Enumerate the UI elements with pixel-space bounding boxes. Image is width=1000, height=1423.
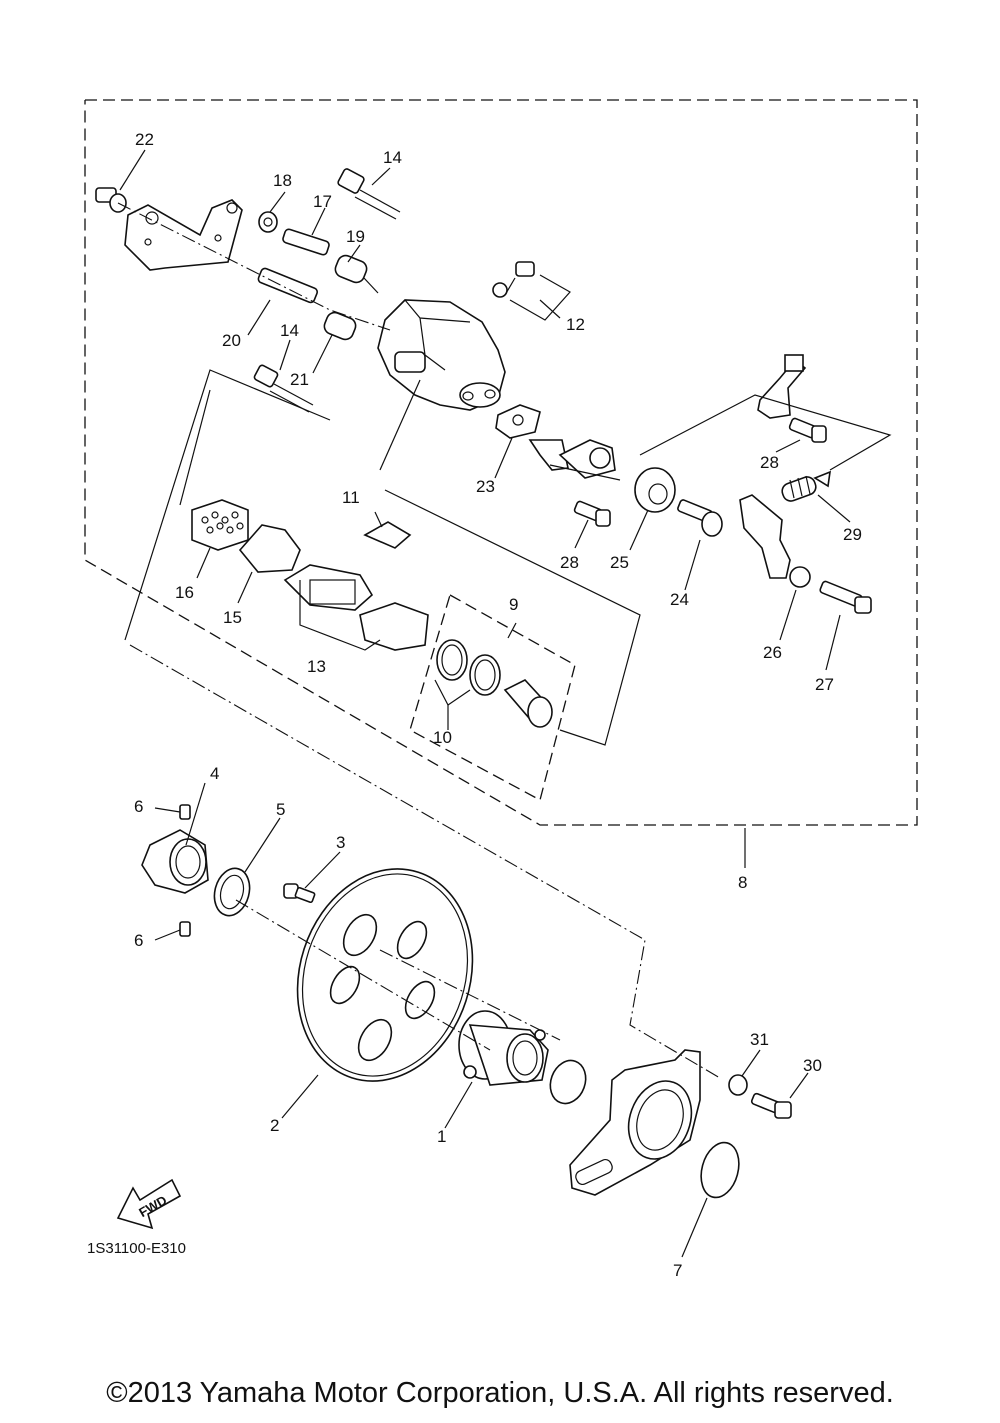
piston-9 (503, 679, 553, 728)
label-19: 19 (346, 227, 365, 246)
caliper-assembly-boundary (84, 99, 918, 826)
pad-shim-16 (191, 499, 249, 551)
o-ring (549, 1059, 587, 1105)
diagram-code: 1S31100-E310 (87, 1240, 186, 1257)
bolt-14-lower (253, 364, 314, 413)
piston-kit-boundary (409, 594, 576, 801)
label-20: 20 (222, 331, 241, 350)
label-12: 12 (566, 315, 585, 334)
label-14-bottom: 14 (280, 321, 299, 340)
label-6-bottom: 6 (134, 931, 143, 950)
bolt-24 (677, 499, 723, 537)
brake-disc-2 (296, 868, 474, 1082)
label-25: 25 (610, 553, 629, 572)
parking-brake-lever (528, 439, 616, 479)
lock-nut-4 (141, 829, 209, 894)
label-21: 21 (290, 370, 309, 389)
label-14-top: 14 (383, 148, 402, 167)
caliper-bracket (124, 199, 243, 271)
collar-22 (95, 187, 127, 213)
washer-5 (213, 867, 251, 917)
pad-spring-11 (363, 521, 412, 549)
set-screw-6-bottom (179, 921, 191, 937)
adjuster-25 (634, 467, 676, 513)
label-17: 17 (313, 192, 332, 211)
washer-31 (728, 1074, 748, 1096)
label-4: 4 (210, 764, 219, 783)
hub-1 (458, 1010, 549, 1086)
leader-lines (119, 149, 851, 1258)
label-3: 3 (336, 833, 345, 852)
label-15: 15 (223, 608, 242, 627)
label-22: 22 (135, 130, 154, 149)
copyright-notice: ©2013 Yamaha Motor Corporation, U.S.A. A… (106, 1377, 894, 1409)
label-11: 11 (342, 488, 360, 507)
label-13: 13 (307, 657, 326, 676)
label-10: 10 (433, 728, 452, 747)
label-18: 18 (273, 171, 292, 190)
boot-19 (334, 254, 379, 294)
circlip-7 (700, 1141, 740, 1199)
label-23: 23 (476, 477, 495, 496)
label-24: 24 (670, 590, 689, 609)
nut-26 (789, 566, 811, 588)
set-screw-6-top (179, 804, 191, 820)
label-31: 31 (750, 1030, 769, 1049)
cable-bracket (757, 354, 807, 419)
bleed-screw-12 (492, 261, 535, 298)
bolt-3 (283, 883, 316, 904)
brake-pad-13-a (283, 564, 374, 611)
bolt-27 (819, 580, 872, 614)
caliper-body (377, 299, 506, 411)
label-7: 7 (673, 1261, 682, 1280)
gasket-23 (495, 404, 541, 439)
bolt-14-upper (337, 168, 401, 220)
label-2: 2 (270, 1116, 279, 1135)
caliper-bracket-lower (569, 1049, 701, 1196)
piston-seals-10 (436, 639, 501, 696)
pin-20 (257, 267, 319, 304)
label-6-top: 6 (134, 797, 143, 816)
spring-29 (781, 470, 831, 502)
boot-21 (323, 311, 357, 341)
pin-17 (282, 228, 330, 256)
fwd-arrow-icon: FWD (116, 1178, 182, 1230)
label-8: 8 (738, 873, 747, 892)
bolt-28-upper (788, 417, 827, 443)
label-16: 16 (175, 583, 194, 602)
label-30: 30 (803, 1056, 822, 1075)
label-26: 26 (763, 643, 782, 662)
lever-arm-bracket (739, 494, 791, 579)
pad-shim-15 (238, 524, 301, 573)
label-1: 1 (437, 1127, 446, 1146)
bolt-30 (750, 1092, 792, 1119)
washer-18 (258, 211, 278, 233)
brake-pad-13-b (359, 602, 429, 651)
bolt-28-left (573, 500, 611, 527)
label-28-right: 28 (760, 453, 779, 472)
label-27: 27 (815, 675, 834, 694)
label-28-left: 28 (560, 553, 579, 572)
label-5: 5 (276, 800, 285, 819)
label-29: 29 (843, 525, 862, 544)
label-9: 9 (509, 595, 518, 614)
